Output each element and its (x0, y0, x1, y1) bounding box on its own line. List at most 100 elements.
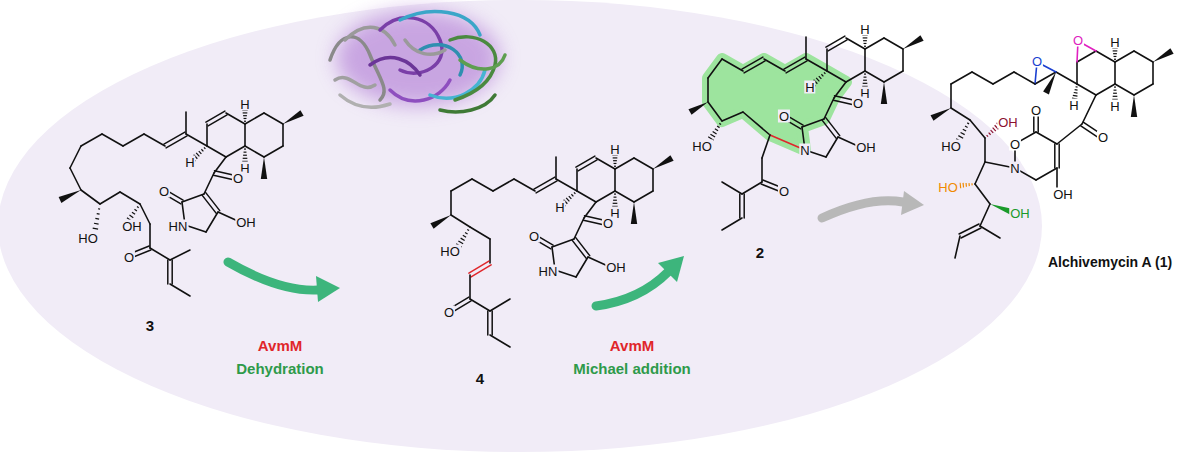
single-bond (577, 191, 596, 202)
single-bond (556, 179, 577, 191)
single-bond (846, 38, 865, 49)
hashed-bond (1113, 53, 1117, 54)
hashed-bond (613, 200, 617, 201)
single-bond (1096, 84, 1115, 95)
double-bond (822, 120, 836, 138)
hashed-bond (1114, 59, 1116, 60)
atom-label: O (778, 110, 790, 123)
atom-label: H (859, 23, 870, 36)
single-bond (980, 226, 1000, 238)
atom-label: H (554, 201, 565, 214)
single-bond (615, 158, 634, 169)
hashed-bond (959, 183, 961, 188)
single-bond (144, 134, 165, 146)
hashed-bond (465, 232, 468, 234)
hashed-bond (201, 149, 203, 151)
hashed-bond (987, 135, 988, 137)
single-bond (884, 38, 903, 49)
double-bond (471, 265, 491, 277)
single-bond (614, 169, 616, 191)
hashed-bond (244, 152, 247, 153)
compound-number: 2 (755, 245, 765, 260)
single-bond (493, 179, 514, 191)
reaction-type: Dehydration (235, 361, 325, 376)
single-bond (764, 59, 785, 71)
hashed-bond (863, 80, 867, 81)
single-bond (708, 102, 722, 121)
wedge-bond (59, 190, 81, 203)
double-bond (1058, 144, 1060, 168)
atom-label: OH (605, 261, 627, 274)
hashed-bond (958, 136, 963, 139)
single-bond (470, 227, 490, 239)
single-bond (245, 146, 264, 157)
hashed-bond (613, 160, 617, 161)
atom-label: HO (77, 232, 99, 245)
hashed-bond (614, 193, 616, 194)
hashed-bond (574, 192, 575, 194)
hashed-bond (824, 72, 825, 74)
hashed-bond (1075, 89, 1078, 91)
hashed-bond (863, 37, 868, 38)
single-bond (1077, 51, 1096, 62)
hashed-bond (1114, 90, 1117, 91)
hashed-bond (458, 241, 463, 244)
wedge-bond (881, 82, 887, 104)
single-bond (865, 71, 884, 82)
single-bond (902, 49, 904, 71)
wedge-bond (903, 35, 924, 49)
hashed-bond (717, 126, 719, 128)
single-bond (170, 284, 190, 296)
hashed-bond (243, 115, 247, 116)
single-bond (100, 192, 120, 204)
single-bond (802, 119, 824, 127)
atom-label: O (1009, 138, 1021, 151)
single-bond (993, 72, 1014, 84)
single-bond (102, 134, 123, 146)
hashed-bond (993, 128, 996, 131)
single-bond (806, 59, 827, 71)
single-bond (722, 59, 743, 71)
atom-label: HN (168, 220, 189, 233)
single-bond (975, 162, 985, 184)
hashed-bond (95, 218, 99, 220)
single-bond (182, 194, 204, 202)
hashed-bond (965, 126, 968, 127)
double-bond (743, 194, 745, 218)
single-bond (514, 179, 535, 191)
atom-label: H (609, 143, 620, 156)
hashed-bond (1113, 96, 1118, 97)
single-bond (81, 134, 102, 146)
hashed-bond (93, 228, 98, 229)
hashed-bond (613, 157, 618, 158)
hashed-bond (1114, 86, 1116, 87)
single-bond (951, 108, 970, 120)
single-bond (972, 72, 993, 84)
atom-label: O (443, 306, 455, 319)
atom-label: H (804, 81, 815, 94)
single-bond (81, 190, 100, 204)
hashed-bond (864, 46, 866, 47)
enzyme-name: AvmM (257, 338, 303, 353)
hashed-bond (1113, 93, 1117, 94)
single-bond (206, 124, 208, 146)
single-bond (1115, 51, 1134, 62)
single-bond (149, 224, 151, 248)
hashed-bond (243, 158, 248, 159)
hashed-bond (719, 123, 721, 124)
hashed-bond (467, 230, 469, 231)
single-bond (634, 158, 653, 169)
double-bond (739, 194, 741, 218)
single-bond (951, 72, 972, 84)
single-bond (826, 137, 838, 157)
reaction-type: Michael addition (572, 361, 692, 376)
atom-label: OH (997, 116, 1019, 129)
single-bond (576, 169, 578, 191)
double-bond (536, 181, 557, 193)
hashed-bond (968, 183, 970, 186)
hashed-bond (1076, 86, 1078, 88)
hashed-bond (864, 43, 867, 44)
hashed-bond (614, 166, 616, 167)
single-bond (950, 84, 952, 108)
